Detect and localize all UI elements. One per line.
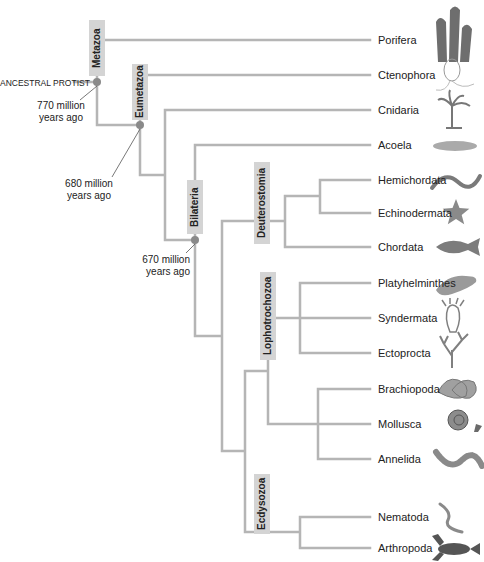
time-annotation: 770 million years ago xyxy=(30,100,92,124)
divergence-dot xyxy=(136,121,144,129)
snail-body xyxy=(442,414,484,432)
clade-name: Ecdysozoa xyxy=(254,478,270,530)
taxon-name: Mollusca xyxy=(378,418,478,430)
comb-jelly-tentacle xyxy=(436,81,474,90)
divergence-dot xyxy=(191,236,199,244)
clade-label-box: Deuterostomia xyxy=(254,162,270,244)
taxon-name: Cnidaria xyxy=(378,104,478,116)
sponge-illustration xyxy=(436,7,472,63)
clade-label-box: Eumetazoa xyxy=(132,64,148,120)
taxon-name: Porifera xyxy=(378,34,478,46)
nematode-illustration xyxy=(440,504,462,532)
taxon-name: Ctenophora xyxy=(378,69,478,81)
acoel-illustration xyxy=(433,141,477,151)
taxon-name: Syndermata xyxy=(378,312,478,324)
taxon-name: Echinodermata xyxy=(378,207,478,219)
taxon-name: Nematoda xyxy=(378,511,478,523)
clade-name: Eumetazoa xyxy=(132,66,148,119)
clade-label-box: Metazoa xyxy=(89,20,105,76)
rotifer-illustration xyxy=(442,298,464,332)
clade-name: Bilateria xyxy=(187,187,203,226)
annelid-illustration xyxy=(436,452,482,466)
clade-name: Deuterostomia xyxy=(254,168,270,238)
lobster-body xyxy=(438,543,470,555)
divergence-dot xyxy=(93,78,101,86)
taxon-name: Chordata xyxy=(378,241,478,253)
bryozoan-illustration xyxy=(440,332,468,368)
taxon-name: Arthropoda xyxy=(378,542,478,554)
clade-label-box: Ecdysozoa xyxy=(254,474,270,534)
taxon-name: Hemichordata xyxy=(378,174,478,186)
taxon-name: Ectoprocta xyxy=(378,347,478,359)
tree-branch xyxy=(74,40,370,548)
taxon-name: Brachiopoda xyxy=(378,383,478,395)
time-annotation: ANCESTRAL PROTIST xyxy=(0,77,74,89)
clade-label-box: Bilateria xyxy=(187,180,203,234)
snail-shell xyxy=(448,410,468,430)
clade-name: Lophotrochozoa xyxy=(260,277,276,355)
clade-label-box: Lophotrochozoa xyxy=(260,272,276,360)
taxon-name: Platyhelminthes xyxy=(378,277,478,289)
comb-jelly-illustration xyxy=(444,59,460,81)
fish-illustration xyxy=(436,238,480,256)
lobster-claw xyxy=(432,534,480,561)
cnidarian-illustration xyxy=(438,90,470,128)
brachiopod-illustration xyxy=(438,379,476,398)
time-annotation: 670 million years ago xyxy=(120,254,190,278)
time-annotation: 680 million years ago xyxy=(58,178,120,202)
taxon-name: Acoela xyxy=(378,139,478,151)
snail-shell-whorl xyxy=(454,415,464,425)
taxon-name: Annelida xyxy=(378,453,478,465)
clade-name: Metazoa xyxy=(89,28,105,67)
